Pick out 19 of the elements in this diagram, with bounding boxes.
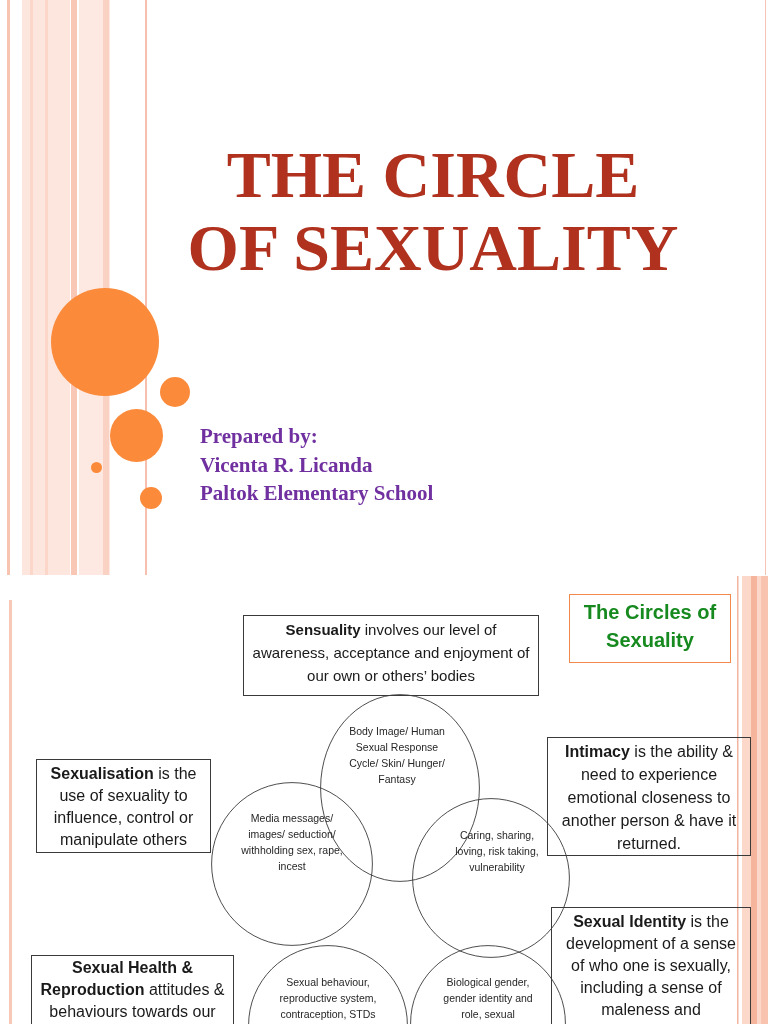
circle-text: Sexual behaviour, reproductive system, contraception, STDs	[278, 975, 378, 1022]
circle-text: Biological gender, gender identity and role, sexual	[442, 975, 534, 1022]
circle-text: Body Image/ Human Sexual Response Cycle/ Skin/ Hunger/ Fantasy	[348, 724, 446, 787]
slide-title: THE CIRCLE OF SEXUALITY	[186, 138, 680, 284]
definition-box	[243, 615, 539, 696]
definition-text: Sensuality involves our level of awareness, acceptance and enjoyment of our own or others’ bodies	[251, 620, 531, 686]
byline-text: Vicenta R. Licanda	[200, 451, 373, 479]
definition-box	[36, 759, 211, 853]
definition-text: Sexualisation is the use of sexuality to influence, control or manipulate others	[49, 764, 198, 850]
byline-text: Prepared by:	[200, 423, 318, 450]
heading-text: The Circles of Sexuality	[582, 600, 718, 653]
topic-circle	[211, 782, 373, 946]
definition-text: Sexual Identity is the development of a sense of who one is sexually, including a sense of maleness and	[565, 912, 737, 1020]
definition-text: Intimacy is the ability & need to experience emotional closeness to another person & have it returned.	[560, 742, 738, 854]
byline-text: Paltok Elementary School	[200, 480, 434, 507]
definition-box	[547, 737, 751, 856]
heading-box	[569, 594, 731, 663]
definition-box	[551, 907, 751, 1024]
definition-text: Sexual Health & Reproduction attitudes & behaviours towards our	[39, 958, 226, 1022]
